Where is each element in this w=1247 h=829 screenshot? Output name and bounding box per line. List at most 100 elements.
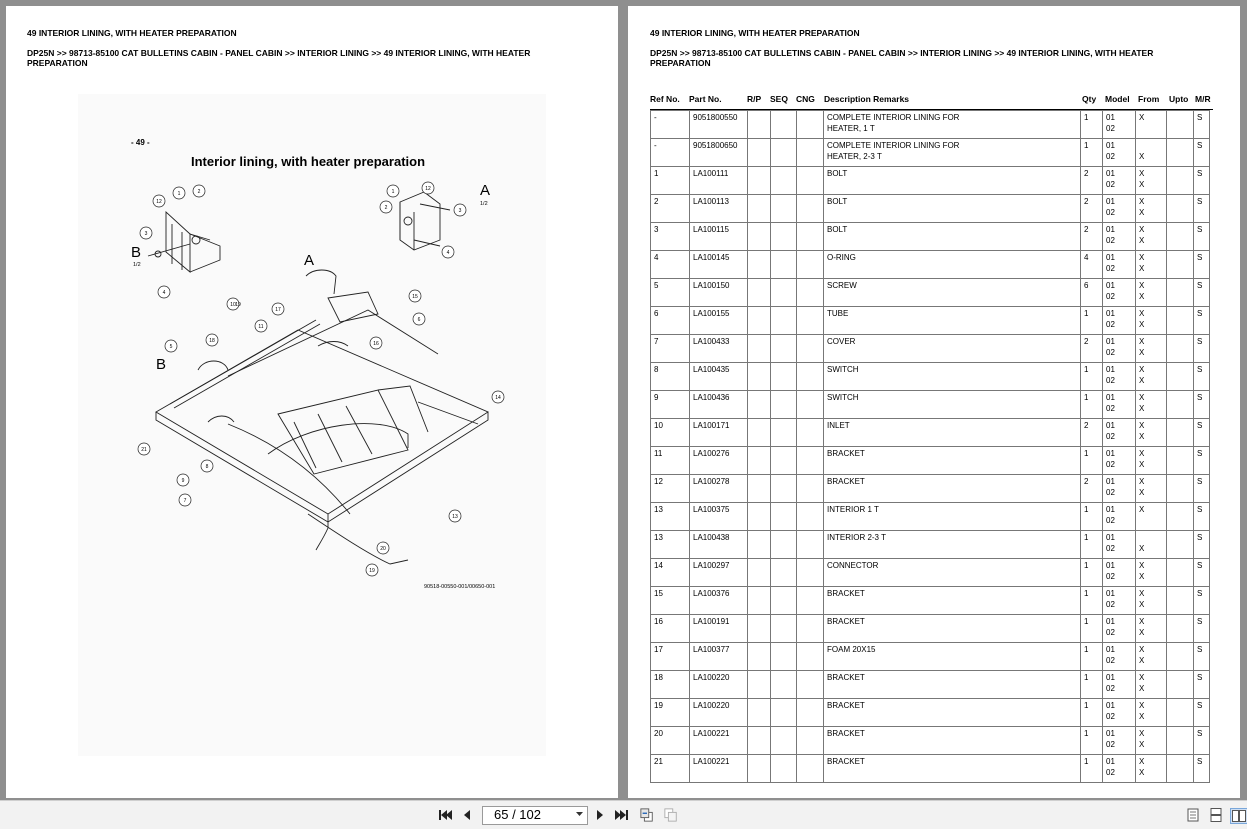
- cell-ref: -: [650, 110, 690, 139]
- cell-part: LA100113: [689, 194, 748, 223]
- col-part: Part No.: [689, 94, 722, 104]
- cell-upto: [1166, 474, 1194, 503]
- cell-seq: [770, 138, 797, 167]
- cell-ref: -: [650, 138, 690, 167]
- callout-19: 19: [369, 568, 375, 574]
- callout-15: 15: [412, 294, 418, 300]
- cell-qty: 1: [1080, 138, 1103, 167]
- cell-mr: S: [1193, 110, 1210, 139]
- cell-mr: S: [1193, 558, 1210, 587]
- cell-mr: S: [1193, 194, 1210, 223]
- cell-part: LA100377: [689, 642, 748, 671]
- cell-part: LA100171: [689, 418, 748, 447]
- cell-qty: 1: [1080, 726, 1103, 755]
- view-b-scale: 1/2: [133, 262, 141, 268]
- lining-assembly: [155, 269, 489, 565]
- cell-ref: 13: [650, 530, 690, 559]
- cell-desc: COVER: [823, 334, 1081, 363]
- cell-mr: S: [1193, 418, 1210, 447]
- forward-view-icon[interactable]: [664, 808, 678, 822]
- cell-seq: [770, 698, 797, 727]
- callout-2: 2: [198, 189, 201, 195]
- cell-from: X: [1135, 138, 1167, 167]
- cell-part: 9051800650: [689, 138, 748, 167]
- main-view-b-label: B: [156, 356, 166, 373]
- col-model: Model: [1105, 94, 1130, 104]
- cell-ref: 6: [650, 306, 690, 335]
- cell-seq: [770, 726, 797, 755]
- cell-cng: [796, 418, 824, 447]
- cell-qty: 2: [1080, 418, 1103, 447]
- cell-ref: 11: [650, 446, 690, 475]
- cell-rp: [747, 278, 771, 307]
- cell-desc: BRACKET: [823, 614, 1081, 643]
- cell-qty: 1: [1080, 502, 1103, 531]
- callout-3: 3: [145, 231, 148, 237]
- cell-part: LA100221: [689, 726, 748, 755]
- cell-qty: 2: [1080, 474, 1103, 503]
- cell-ref: 13: [650, 502, 690, 531]
- next-page-icon[interactable]: [593, 808, 607, 822]
- cell-upto: [1166, 614, 1194, 643]
- cell-qty: 2: [1080, 166, 1103, 195]
- cell-desc: BRACKET: [823, 586, 1081, 615]
- two-page-icon[interactable]: [1230, 808, 1247, 824]
- cell-part: LA100150: [689, 278, 748, 307]
- cell-qty: 1: [1080, 670, 1103, 699]
- cell-upto: [1166, 222, 1194, 251]
- prev-page-icon[interactable]: [460, 808, 474, 822]
- first-page-icon[interactable]: [438, 808, 452, 822]
- cell-cng: [796, 474, 824, 503]
- cell-qty: 1: [1080, 446, 1103, 475]
- last-page-icon[interactable]: [615, 808, 629, 822]
- cell-cng: [796, 558, 824, 587]
- back-view-icon[interactable]: [640, 808, 654, 822]
- page-number-field[interactable]: 65 / 102: [482, 806, 588, 825]
- parts-table-header: Ref No. Part No. R/P SEQ CNG Description…: [650, 93, 1213, 110]
- cell-cng: [796, 250, 824, 279]
- single-page-icon[interactable]: [1186, 808, 1200, 822]
- col-upto: Upto: [1169, 94, 1189, 104]
- chevron-down-icon[interactable]: [576, 812, 583, 817]
- cell-rp: [747, 446, 771, 475]
- cell-rp: [747, 726, 771, 755]
- view-a-label: A: [480, 182, 490, 199]
- cell-ref: 12: [650, 474, 690, 503]
- cell-desc: O-RING: [823, 250, 1081, 279]
- cell-rp: [747, 530, 771, 559]
- detail-b: [147, 210, 221, 273]
- col-rp: R/P: [747, 94, 762, 104]
- cell-desc: BRACKET: [823, 474, 1081, 503]
- cell-qty: 2: [1080, 222, 1103, 251]
- cell-cng: [796, 698, 824, 727]
- cell-part: LA100221: [689, 754, 748, 783]
- continuous-page-icon[interactable]: [1209, 808, 1223, 822]
- cell-ref: 4: [650, 250, 690, 279]
- cell-mr: S: [1193, 166, 1210, 195]
- view-a-scale: 1/2: [480, 201, 488, 207]
- cell-cng: [796, 586, 824, 615]
- cell-mr: S: [1193, 586, 1210, 615]
